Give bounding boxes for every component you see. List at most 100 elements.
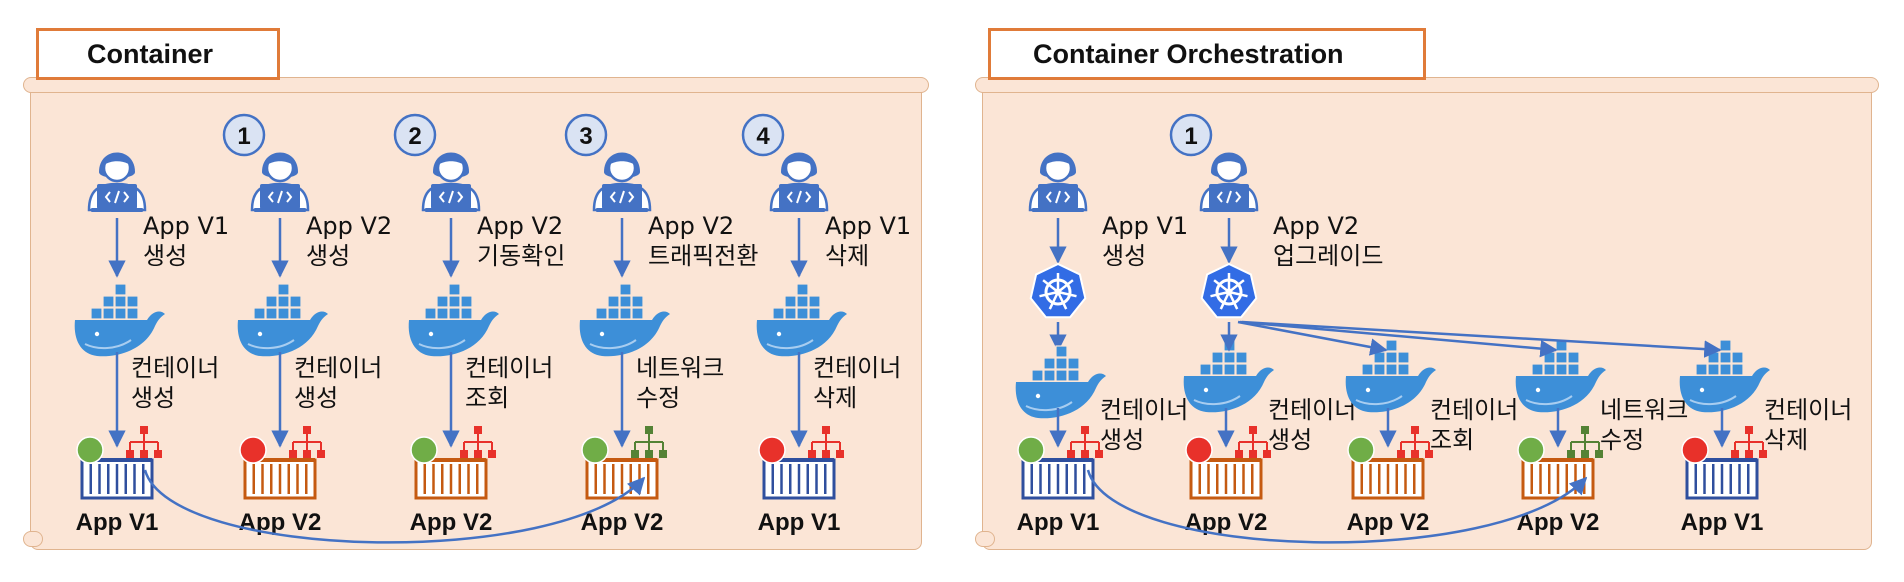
action-label: 기동확인: [477, 242, 565, 270]
operation-label: 수정: [636, 384, 680, 412]
operation-label: 생성: [131, 384, 175, 412]
status-indicator-icon: [1347, 436, 1375, 464]
developer-laptop-icon: [592, 152, 652, 212]
shipping-container-icon: [762, 458, 836, 500]
step-number: 3: [579, 123, 592, 150]
step-number-badge: [741, 113, 785, 157]
developer-laptop-icon: [87, 152, 147, 212]
status-indicator-icon: [239, 436, 267, 464]
operation-label: 조회: [1430, 426, 1474, 454]
status-indicator-icon: [1185, 436, 1213, 464]
action-label: 트래픽전환: [648, 242, 758, 270]
network-tree-icon: [126, 426, 162, 458]
docker-whale-icon: [756, 283, 847, 357]
operation-label: 생성: [1100, 426, 1144, 454]
developer-laptop-icon: [1028, 152, 1088, 212]
shipping-container-icon: [1351, 458, 1425, 500]
network-tree-icon: [460, 426, 496, 458]
action-label: App V2: [306, 212, 392, 240]
orchestration-arrow: [1239, 320, 1558, 358]
action-label: App V2: [477, 212, 563, 240]
shipping-container-icon: [1189, 458, 1263, 500]
container-title-text: Container: [87, 38, 214, 69]
step-number: 1: [1184, 123, 1197, 150]
action-label: 생성: [306, 242, 350, 270]
operation-label: 컨테이너: [1268, 396, 1356, 424]
operation-label: 삭제: [1764, 426, 1808, 454]
scroll-bottom-roll: [23, 531, 43, 547]
status-indicator-icon: [1681, 436, 1709, 464]
status-indicator-icon: [410, 436, 438, 464]
docker-whale-icon: [1183, 339, 1274, 413]
app-version-label: App V1: [1681, 509, 1764, 536]
developer-laptop-icon: [421, 152, 481, 212]
operation-label: 컨테이너: [1430, 396, 1518, 424]
network-tree-icon: [289, 426, 325, 458]
step-number: 4: [756, 123, 770, 150]
operation-label: 컨테이너: [1100, 396, 1188, 424]
shipping-container-icon: [243, 458, 317, 500]
action-label: App V2: [648, 212, 734, 240]
action-label: App V2: [1273, 212, 1359, 240]
traffic-switch-arrow: [143, 469, 646, 544]
network-tree-icon: [1731, 426, 1767, 458]
docker-whale-icon: [74, 283, 165, 357]
shipping-container-icon: [1021, 458, 1095, 500]
app-version-label: App V2: [1185, 509, 1268, 536]
orchestration-arrow: [1241, 320, 1722, 358]
network-tree-icon: [808, 426, 844, 458]
status-indicator-icon: [581, 436, 609, 464]
app-version-label: App V2: [1347, 509, 1430, 536]
docker-whale-icon: [1015, 345, 1106, 419]
action-label: 생성: [143, 242, 187, 270]
traffic-switch-arrow: [1086, 469, 1588, 544]
step-number-badge: [393, 113, 437, 157]
orchestration-title: Container Orchestration: [988, 28, 1426, 80]
operation-label: 수정: [1600, 426, 1644, 454]
operation-label: 컨테이너: [465, 354, 553, 382]
shipping-container-icon: [1685, 458, 1759, 500]
app-version-label: App V2: [410, 509, 493, 536]
docker-whale-icon: [408, 283, 499, 357]
docker-whale-icon: [1679, 339, 1770, 413]
operation-label: 컨테이너: [131, 354, 219, 382]
step-number-badge: [222, 113, 266, 157]
step-number-badge: [1169, 113, 1213, 157]
network-tree-icon: [631, 426, 667, 458]
developer-laptop-icon: [250, 152, 310, 212]
status-indicator-icon: [1517, 436, 1545, 464]
operation-label: 컨테이너: [294, 354, 382, 382]
shipping-container-icon: [80, 458, 154, 500]
docker-whale-icon: [1345, 339, 1436, 413]
operation-label: 삭제: [813, 384, 857, 412]
action-label: 삭제: [825, 242, 869, 270]
operation-label: 생성: [294, 384, 338, 412]
docker-whale-icon: [1515, 339, 1606, 413]
app-version-label: App V2: [581, 509, 664, 536]
orchestration-title-text: Container Orchestration: [1033, 38, 1344, 69]
action-label: 업그레이드: [1273, 242, 1383, 270]
docker-whale-icon: [579, 283, 670, 357]
operation-label: 컨테이너: [1764, 396, 1852, 424]
scroll-bottom-roll: [975, 531, 995, 547]
docker-whale-icon: [237, 283, 328, 357]
container-title: Container: [36, 28, 280, 80]
status-indicator-icon: [1017, 436, 1045, 464]
network-tree-icon: [1567, 426, 1603, 458]
scroll-top-roll: [975, 77, 1879, 93]
step-number-badge: [564, 113, 608, 157]
operation-label: 조회: [465, 384, 509, 412]
app-version-label: App V1: [758, 509, 841, 536]
network-tree-icon: [1067, 426, 1103, 458]
app-version-label: App V1: [76, 509, 159, 536]
action-label: App V1: [143, 212, 229, 240]
operation-label: 네트워크: [1600, 396, 1688, 424]
action-label: App V1: [1102, 212, 1188, 240]
orchestration-arrow: [1237, 320, 1388, 356]
kubernetes-wheel-icon: [1200, 262, 1258, 319]
app-version-label: App V2: [239, 509, 322, 536]
status-indicator-icon: [76, 436, 104, 464]
action-label: 생성: [1102, 242, 1146, 270]
operation-label: 컨테이너: [813, 354, 901, 382]
